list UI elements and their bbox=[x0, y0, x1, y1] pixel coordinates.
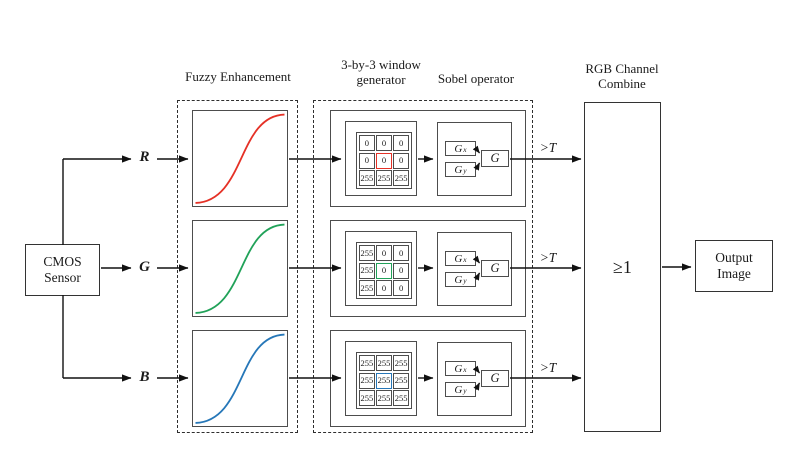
gx-subscript: x bbox=[463, 365, 467, 374]
matrix-cell: 255 bbox=[393, 170, 409, 186]
fuzzy-enhancement-label: Fuzzy Enhancement bbox=[185, 69, 291, 84]
sobel-g-box-r: G bbox=[481, 150, 509, 167]
g-label: G bbox=[490, 371, 500, 385]
threshold-label-b: >T bbox=[539, 360, 557, 375]
window-generator-label-line2: generator bbox=[356, 71, 406, 87]
matrix-cell: 255 bbox=[393, 372, 409, 389]
sobel-operator-label: Sobel operator bbox=[437, 71, 515, 86]
matrix-cell: 0 bbox=[393, 152, 409, 169]
rgb-combine-header: RGB Channel Combine bbox=[585, 61, 659, 91]
matrix-cell: 255 bbox=[393, 390, 409, 406]
matrix-cell: 255 bbox=[393, 355, 409, 371]
channel-label-b: B bbox=[139, 369, 150, 385]
matrix-center-cell-r: 0 bbox=[376, 152, 392, 169]
gy-subscript: y bbox=[463, 166, 467, 175]
matrix-cell: 255 bbox=[376, 170, 392, 186]
gx-label: G bbox=[454, 362, 463, 375]
matrix-center-cell-g: 0 bbox=[376, 262, 392, 279]
rgb-combine-box: ≥1 bbox=[584, 102, 661, 432]
sigmoid-curve-r bbox=[195, 113, 285, 204]
matrix-cell: 0 bbox=[393, 280, 409, 296]
matrix-cell: 255 bbox=[359, 355, 375, 371]
fuzzy-curve-box-b bbox=[192, 330, 288, 427]
matrix-cell: 255 bbox=[359, 245, 375, 261]
sigmoid-curve-b bbox=[195, 333, 285, 424]
sobel-g-box-g: G bbox=[481, 260, 509, 277]
gy-label: G bbox=[454, 273, 463, 286]
sigmoid-curve-g bbox=[195, 223, 285, 314]
matrix-cell: 255 bbox=[376, 390, 392, 406]
g-label: G bbox=[490, 261, 500, 275]
sigmoid-path-g bbox=[195, 223, 285, 314]
matrix-cell: 255 bbox=[359, 372, 375, 389]
matrix-cell: 0 bbox=[376, 280, 392, 296]
channel-label-g: G bbox=[139, 259, 150, 275]
matrix-cell: 255 bbox=[359, 280, 375, 296]
gy-label: G bbox=[454, 383, 463, 396]
output-image-box: Output Image bbox=[695, 240, 773, 292]
gx-label: G bbox=[454, 142, 463, 155]
matrix-cell: 255 bbox=[359, 262, 375, 279]
rgb-combine-label-line2: Combine bbox=[598, 75, 646, 91]
pixel-matrix-b: 255 255 255 255 255 255 255 255 255 bbox=[356, 352, 412, 409]
gx-label: G bbox=[454, 252, 463, 265]
gx-subscript: x bbox=[463, 145, 467, 154]
fuzzy-curve-box-g bbox=[192, 220, 288, 317]
fuzzy-curve-box-r bbox=[192, 110, 288, 207]
window-generator-label-line1: 3-by-3 window bbox=[341, 57, 421, 72]
gx-subscript: x bbox=[463, 255, 467, 264]
cmos-label-line2: Sensor bbox=[44, 270, 81, 285]
output-label-line1: Output bbox=[715, 250, 753, 265]
g-label: G bbox=[490, 151, 500, 165]
gy-label: G bbox=[454, 163, 463, 176]
matrix-cell: 255 bbox=[359, 390, 375, 406]
fuzzy-enhancement-header: Fuzzy Enhancement bbox=[185, 69, 291, 85]
pixel-matrix-g: 255 0 0 255 0 0 255 0 0 bbox=[356, 242, 412, 299]
sobel-operator-header: Sobel operator bbox=[437, 71, 515, 87]
window-sobel-container bbox=[313, 100, 533, 433]
or-gate-label: ≥1 bbox=[613, 256, 632, 277]
sobel-g-box-b: G bbox=[481, 370, 509, 387]
gy-subscript: y bbox=[463, 386, 467, 395]
sigmoid-path-r bbox=[195, 113, 285, 204]
matrix-cell: 0 bbox=[393, 135, 409, 151]
matrix-cell: 0 bbox=[393, 245, 409, 261]
matrix-cell: 255 bbox=[359, 170, 375, 186]
cmos-sensor-box: CMOS Sensor bbox=[25, 244, 100, 296]
matrix-cell: 0 bbox=[359, 135, 375, 151]
channel-label-r: R bbox=[139, 149, 150, 165]
threshold-label-r: >T bbox=[539, 140, 557, 155]
matrix-center-cell-b: 255 bbox=[376, 372, 392, 389]
matrix-cell: 0 bbox=[376, 135, 392, 151]
matrix-cell: 255 bbox=[376, 355, 392, 371]
matrix-cell: 0 bbox=[359, 152, 375, 169]
gy-subscript: y bbox=[463, 276, 467, 285]
matrix-cell: 0 bbox=[376, 245, 392, 261]
threshold-label-g: >T bbox=[539, 250, 557, 265]
window-generator-header: 3-by-3 window generator bbox=[341, 57, 421, 87]
cmos-label-line1: CMOS bbox=[43, 254, 82, 269]
output-label-line2: Image bbox=[717, 266, 751, 281]
fuzzy-enhancement-container bbox=[177, 100, 298, 433]
pixel-matrix-r: 0 0 0 0 0 0 255 255 255 bbox=[356, 132, 412, 189]
rgb-combine-label-line1: RGB Channel bbox=[585, 61, 659, 76]
matrix-cell: 0 bbox=[393, 262, 409, 279]
sigmoid-path-b bbox=[195, 333, 285, 424]
